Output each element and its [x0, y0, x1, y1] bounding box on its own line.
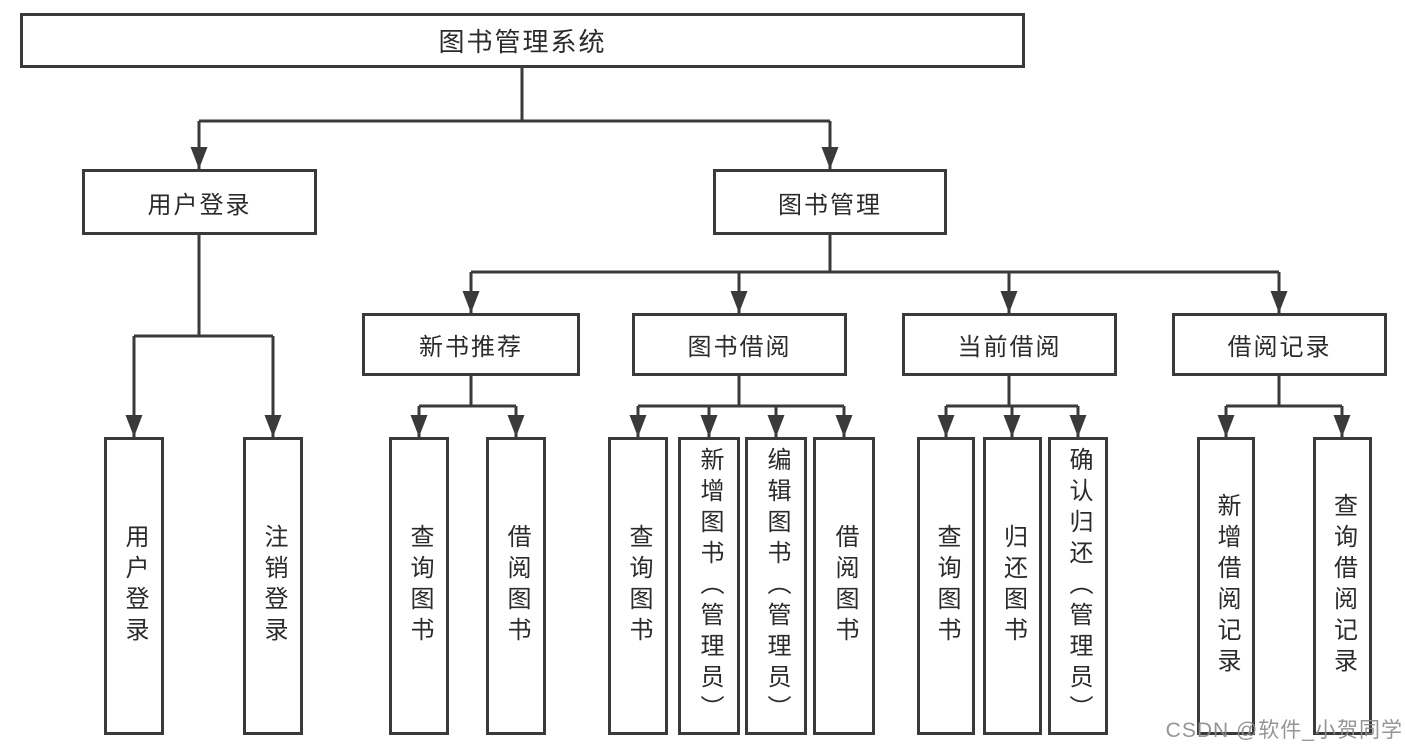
leaf-bb-query-book-label: 查询图书: [625, 524, 652, 648]
leaf-bb-edit-book-admin: 编辑图书（管理员）: [745, 437, 807, 735]
edge-book-borrow-bus: [638, 376, 844, 408]
leaf-user-login: 用户登录: [104, 437, 164, 735]
node-borrow-records: 借阅记录: [1172, 313, 1387, 376]
node-book-management-label: 图书管理: [778, 191, 882, 219]
leaf-bb-borrow-book-label: 借阅图书: [831, 524, 858, 648]
edge-root-bus: [199, 68, 830, 123]
node-book-borrow: 图书借阅: [632, 313, 847, 376]
leaf-br-add-record-label: 新增借阅记录: [1213, 493, 1240, 679]
edge-user-login-bus: [134, 235, 273, 338]
node-book-borrow-label: 图书借阅: [687, 334, 792, 361]
node-root: 图书管理系统: [20, 13, 1025, 68]
leaf-bb-add-book-admin-label: 新增图书（管理员）: [696, 446, 723, 726]
leaf-bb-borrow-book: 借阅图书: [813, 437, 875, 735]
leaf-cb-return-book-label: 归还图书: [999, 524, 1027, 648]
leaf-bb-query-book: 查询图书: [608, 437, 668, 735]
node-current-borrow: 当前借阅: [902, 313, 1117, 376]
leaf-br-query-record: 查询借阅记录: [1313, 437, 1372, 735]
leaf-bb-edit-book-admin-label: 编辑图书（管理员）: [763, 446, 790, 726]
csdn-watermark: CSDN @软件_小贺同学: [1165, 719, 1403, 742]
leaf-cb-return-book: 归还图书: [983, 437, 1042, 735]
edge-borrow-records-bus: [1226, 376, 1342, 408]
leaf-cb-confirm-return-admin: 确认归还（管理员）: [1048, 437, 1108, 735]
edge-current-borrow-bus: [946, 376, 1078, 408]
leaf-nb-borrow-book-label: 借阅图书: [503, 524, 530, 648]
node-root-label: 图书管理系统: [438, 27, 607, 57]
node-user-login: 用户登录: [82, 169, 317, 235]
leaf-br-add-record: 新增借阅记录: [1197, 437, 1255, 735]
node-book-management: 图书管理: [713, 169, 947, 235]
node-current-borrow-label: 当前借阅: [957, 334, 1062, 361]
edge-book-management-bus: [471, 235, 1279, 274]
leaf-cb-query-book: 查询图书: [917, 437, 975, 735]
leaf-cb-query-book-label: 查询图书: [933, 524, 960, 648]
leaf-nb-borrow-book: 借阅图书: [486, 437, 546, 735]
node-borrow-records-label: 借阅记录: [1227, 334, 1332, 361]
edge-new-book-bus: [419, 376, 516, 408]
node-new-book-recommend-label: 新书推荐: [419, 334, 523, 361]
leaf-bb-add-book-admin: 新增图书（管理员）: [678, 437, 740, 735]
leaf-cb-confirm-return-admin-label: 确认归还（管理员）: [1065, 446, 1092, 726]
leaf-user-login-label: 用户登录: [121, 524, 148, 648]
node-new-book-recommend: 新书推荐: [362, 313, 580, 376]
leaf-nb-query-book: 查询图书: [389, 437, 449, 735]
leaf-nb-query-book-label: 查询图书: [406, 524, 433, 648]
leaf-logout-label: 注销登录: [260, 524, 287, 648]
leaf-br-query-record-label: 查询借阅记录: [1329, 493, 1357, 679]
leaf-logout: 注销登录: [243, 437, 303, 735]
node-user-login-label: 用户登录: [147, 191, 252, 219]
